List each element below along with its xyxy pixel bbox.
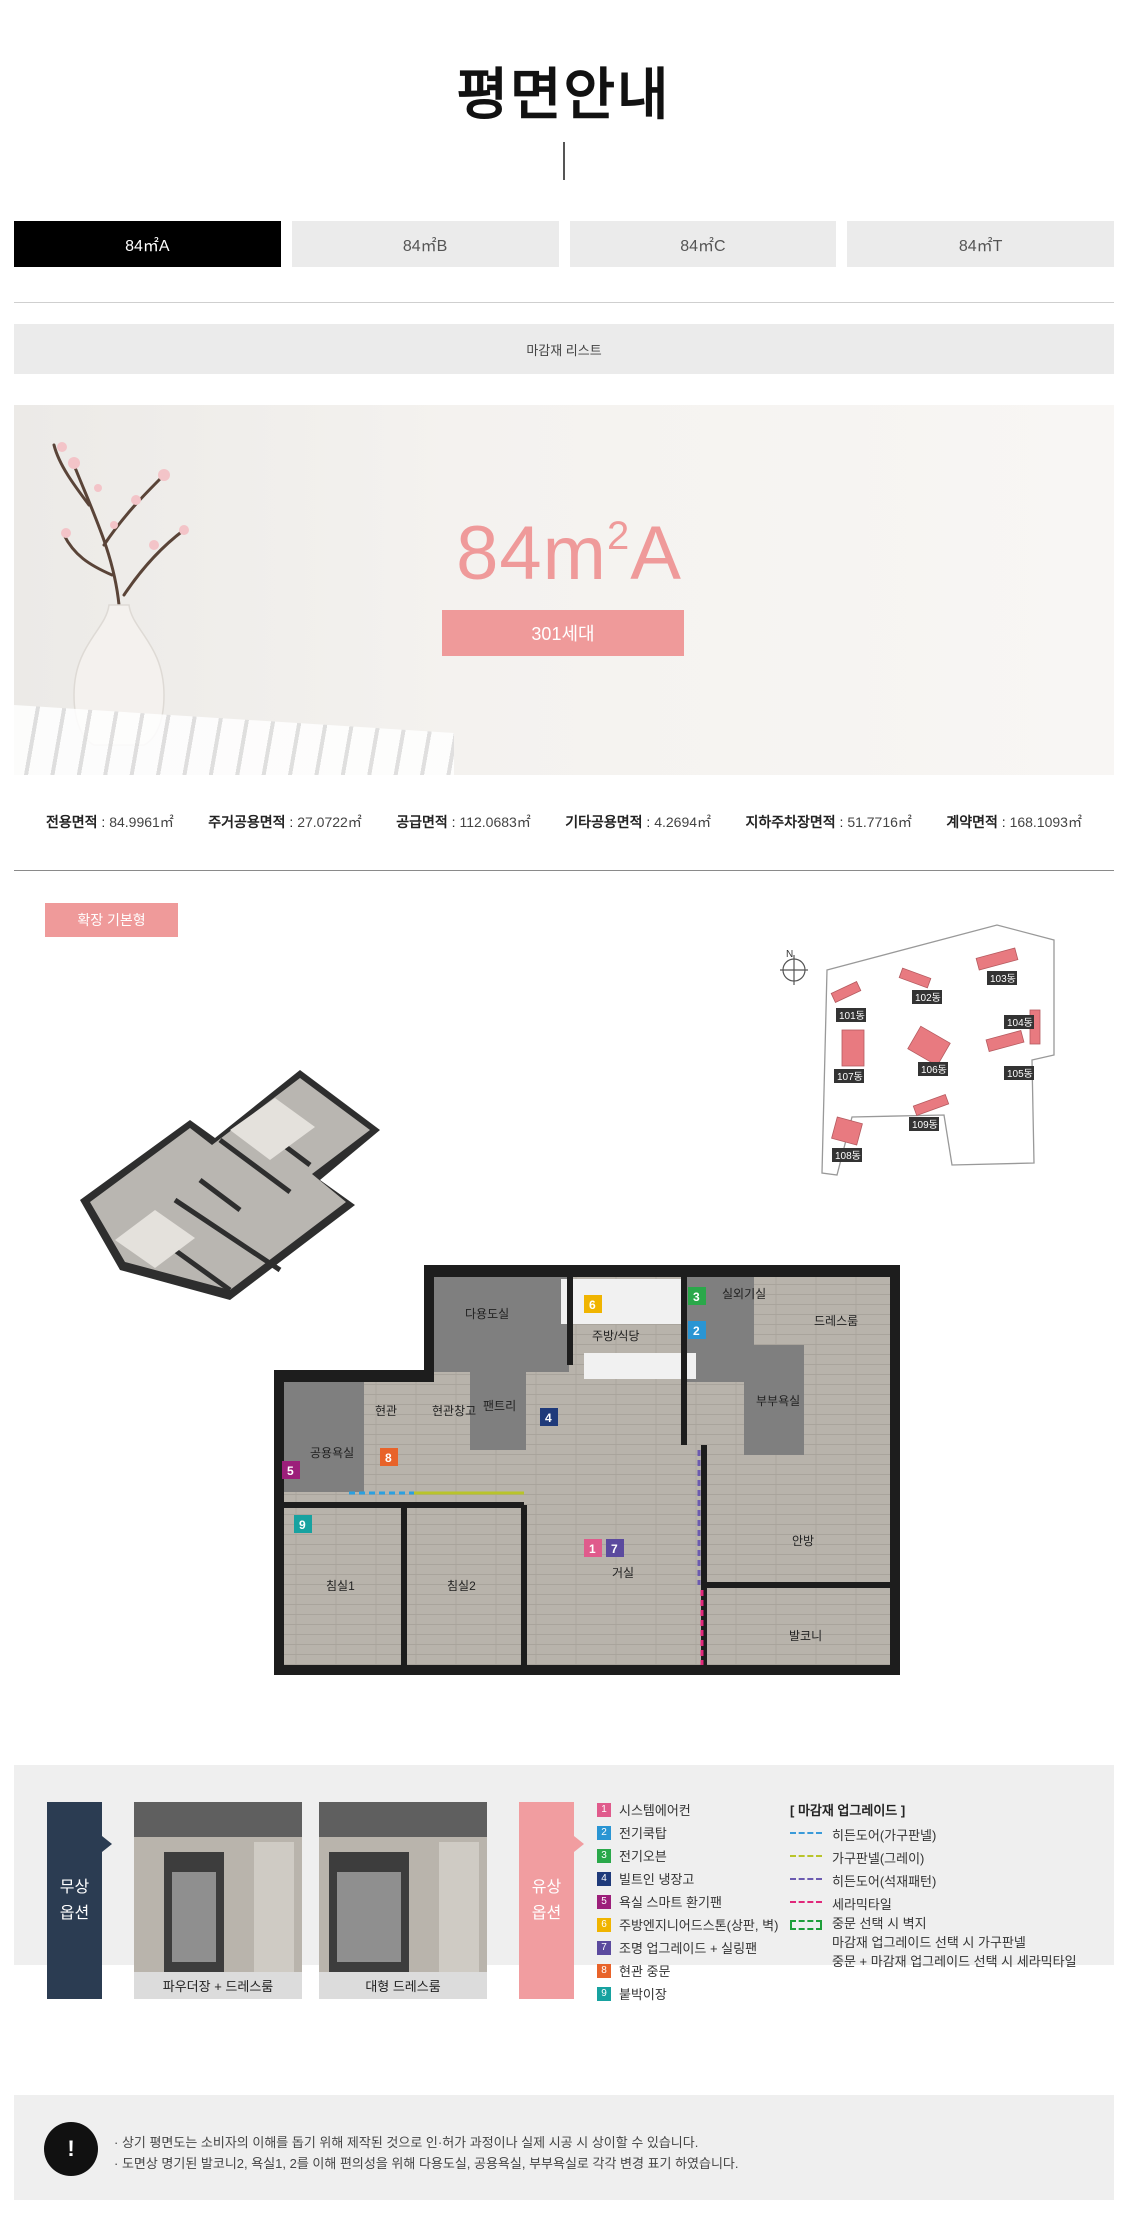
free-option-2-caption: 대형 드레스룸 [319, 1972, 487, 1999]
svg-text:104동: 104동 [1007, 1017, 1033, 1029]
svg-text:102동: 102동 [915, 992, 941, 1004]
svg-text:현관창고: 현관창고 [432, 1404, 476, 1418]
svg-text:8: 8 [385, 1451, 392, 1465]
svg-text:실외기실: 실외기실 [722, 1287, 766, 1301]
svg-text:주방/식당: 주방/식당 [592, 1329, 640, 1343]
site-plan: N 101동 102동 103동 104동 105동 106동 107동 108… [780, 924, 1055, 1176]
svg-text:106동: 106동 [921, 1064, 947, 1076]
alert-icon: ! [44, 2122, 98, 2176]
arrow-right-icon [102, 1836, 112, 1852]
title-divider [563, 142, 565, 180]
svg-text:팬트리: 팬트리 [483, 1399, 516, 1413]
hero-banner: 84m2A 301세대 [14, 405, 1114, 775]
svg-text:N: N [786, 949, 793, 960]
unit-type-tabs: 84㎡A 84㎡B 84㎡C 84㎡T [14, 221, 1114, 267]
svg-text:발코니: 발코니 [789, 1629, 822, 1643]
list-item: 히든도어(가구판넬) [790, 1821, 1110, 1844]
svg-text:9: 9 [299, 1518, 306, 1532]
svg-text:부부욕실: 부부욕실 [756, 1394, 800, 1408]
svg-text:108동: 108동 [835, 1150, 861, 1162]
free-option-1-image [134, 1802, 302, 1972]
svg-text:드레스룸: 드레스룸 [814, 1314, 858, 1328]
svg-text:107동: 107동 [837, 1071, 863, 1083]
free-option-2-image [319, 1802, 487, 1972]
svg-text:109동: 109동 [912, 1119, 938, 1131]
svg-text:103동: 103동 [990, 973, 1016, 985]
svg-text:침실2: 침실2 [447, 1579, 476, 1593]
svg-text:현관: 현관 [375, 1404, 397, 1418]
finish-list-button[interactable]: 마감재 리스트 [14, 324, 1114, 374]
svg-text:다용도실: 다용도실 [465, 1307, 509, 1321]
arrow-right-icon [574, 1836, 584, 1852]
tab-84b[interactable]: 84㎡B [291, 221, 559, 267]
svg-text:6: 6 [589, 1298, 596, 1312]
divider [14, 870, 1114, 871]
finish-upgrade-title: [ 마감재 업그레이드 ] [790, 1803, 906, 1818]
list-item: 가구판넬(그레이) [790, 1844, 1110, 1867]
divider [14, 302, 1114, 303]
area-other-common: 기타공용면적 : 4.2694㎡ [565, 814, 712, 830]
notice-line-2: · 도면상 명기된 발코니2, 욕실1, 2를 이해 편의성을 위해 다용도실,… [114, 2156, 739, 2171]
svg-text:3: 3 [693, 1290, 700, 1304]
free-option-1-caption: 파우더장 + 드레스룸 [134, 1972, 302, 1999]
notice-line-1: · 상기 평면도는 소비자의 이해를 돕기 위해 제작된 것으로 인·허가 과정… [114, 2135, 699, 2150]
svg-text:거실: 거실 [612, 1566, 634, 1580]
area-residential-common: 주거공용면적 : 27.0722㎡ [208, 814, 362, 830]
page-title: 평면안내 [456, 63, 671, 126]
area-summary: 전용면적 : 84.9961㎡ 주거공용면적 : 27.0722㎡ 공급면적 :… [14, 812, 1114, 832]
vase-illustration [52, 442, 189, 746]
tab-84a[interactable]: 84㎡A [14, 221, 281, 267]
svg-text:4: 4 [545, 1411, 552, 1425]
svg-text:안방: 안방 [792, 1534, 814, 1548]
finish-upgrade-legend: [ 마감재 업그레이드 ] 히든도어(가구판넬) 가구판넬(그레이) 히든도어(… [790, 1798, 1110, 1971]
households-badge: 301세대 [442, 610, 684, 656]
svg-text:101동: 101동 [839, 1010, 865, 1022]
svg-text:7: 7 [611, 1542, 618, 1556]
svg-text:1: 1 [589, 1542, 596, 1556]
isometric-floor-plan [80, 1070, 380, 1300]
area-parking: 지하주차장면적 : 51.7716㎡ [745, 814, 912, 830]
svg-text:침실1: 침실1 [326, 1579, 355, 1593]
notice-box: ! · 상기 평면도는 소비자의 이해를 돕기 위해 제작된 것으로 인·허가 … [14, 2095, 1114, 2200]
compass-icon: N [780, 949, 808, 985]
svg-text:5: 5 [287, 1464, 294, 1478]
tab-84c[interactable]: 84㎡C [569, 221, 837, 267]
tab-84t[interactable]: 84㎡T [847, 221, 1114, 267]
list-item: 세라믹타일 [790, 1890, 1110, 1913]
svg-text:공용욕실: 공용욕실 [310, 1446, 354, 1460]
area-supply: 공급면적 : 112.0683㎡ [396, 814, 531, 830]
hero-type-label: 84m2A [456, 511, 682, 596]
area-contract: 계약면적 : 168.1093㎡ [946, 814, 1082, 830]
list-item: 히든도어(석재패턴) [790, 1867, 1110, 1890]
floor-plan: 다용도실 실외기실 드레스룸 주방/식당 현관 현관창고 팬트리 부부욕실 공용… [274, 1265, 900, 1675]
svg-text:105동: 105동 [1007, 1068, 1033, 1080]
svg-text:2: 2 [693, 1324, 700, 1338]
plan-type-badge: 확장 기본형 [45, 903, 178, 937]
area-exclusive: 전용면적 : 84.9961㎡ [46, 814, 174, 830]
